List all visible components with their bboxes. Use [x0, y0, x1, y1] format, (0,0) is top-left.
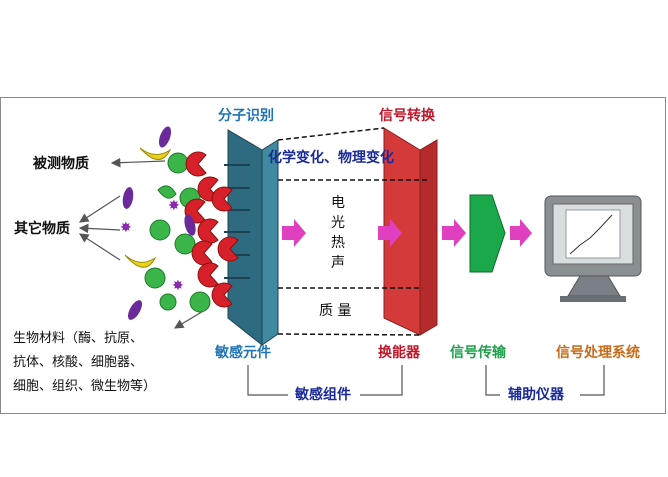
label-transducer: 换能器 [378, 345, 420, 361]
label-auxiliary-instrument: 辅助仪器 [508, 387, 564, 403]
label-other-substances: 其它物质 [14, 221, 70, 237]
receptor-shapes [184, 151, 239, 308]
bracket-lines [247, 365, 605, 396]
signal-char: 声 [331, 255, 345, 271]
svg-text:✸: ✸ [120, 220, 132, 236]
label-molecular-recognition: 分子识别 [218, 108, 274, 124]
bio-material-line: 细胞、组织、微生物等） [13, 379, 157, 394]
label-bio-material: 生物材料（酶、抗原、 抗体、核酸、细胞器、 细胞、组织、微生物等） [13, 327, 156, 399]
label-chem-phys-change: 化学变化、物理变化 [268, 150, 394, 166]
label-analyte: 被测物质 [33, 156, 89, 172]
label-sensitive-element: 敏感元件 [215, 345, 271, 361]
reaction-zone-outline [277, 127, 430, 336]
label-mass: 质 量 [319, 303, 352, 319]
pointer-lines [78, 157, 206, 329]
label-signal-processing: 信号处理系统 [556, 345, 640, 361]
monitor-icon [544, 195, 642, 302]
signal-char: 热 [331, 235, 345, 251]
label-signal-transmission: 信号传输 [450, 345, 506, 361]
signal-char: 光 [331, 215, 345, 231]
svg-text:✸: ✸ [168, 198, 180, 214]
label-sensitive-component: 敏感组件 [295, 387, 351, 403]
flow-arrows [282, 219, 532, 247]
bio-material-line: 生物材料（酶、抗原、 [13, 331, 144, 346]
label-signal-conversion: 信号转换 [379, 108, 435, 124]
svg-text:✸: ✸ [172, 278, 184, 294]
bio-material-line: 抗体、核酸、细胞器、 [13, 355, 144, 370]
signal-char: 电 [331, 195, 345, 211]
signal-transmission-block [469, 194, 506, 273]
other-substance-molecules: ✸ ✸ ✸ [120, 126, 196, 320]
